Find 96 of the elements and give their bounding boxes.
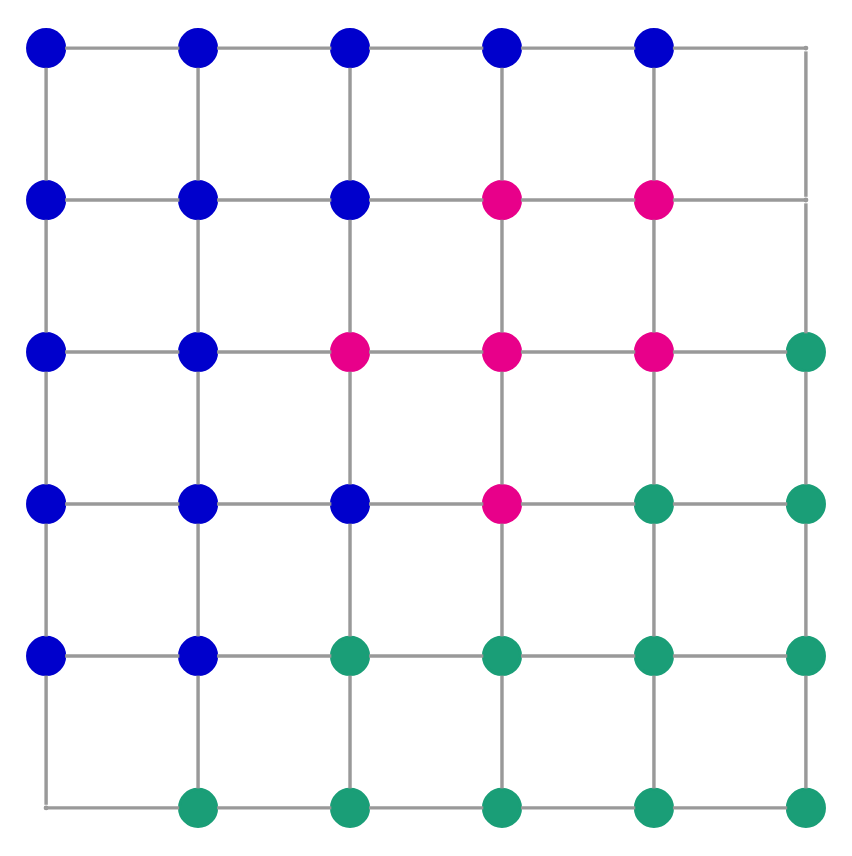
node-circle — [26, 635, 67, 676]
connector — [196, 675, 200, 789]
connector — [217, 46, 332, 50]
connector — [369, 654, 484, 658]
connector — [672, 46, 805, 50]
connector — [369, 198, 484, 202]
connector — [500, 371, 504, 485]
node-circle — [329, 483, 371, 525]
connector — [369, 806, 484, 810]
connector — [500, 67, 504, 181]
node-circle — [178, 180, 219, 221]
node-circle — [178, 787, 219, 828]
connector — [196, 219, 200, 333]
connector — [652, 371, 656, 485]
connector — [804, 675, 808, 789]
connector — [348, 675, 352, 789]
connector — [652, 67, 656, 181]
node-circle — [329, 28, 371, 69]
connector — [65, 198, 180, 202]
node-circle — [481, 331, 523, 373]
connector — [520, 198, 636, 202]
connector — [672, 350, 788, 354]
connector — [44, 67, 48, 181]
node-point — [803, 45, 809, 51]
node-circle — [633, 483, 674, 525]
connector — [44, 675, 48, 805]
connector — [65, 502, 180, 506]
node-circle — [785, 787, 826, 828]
connector — [672, 502, 788, 506]
node-circle — [329, 787, 371, 828]
connector — [348, 371, 352, 485]
node-circle — [26, 331, 67, 373]
node-circle — [481, 28, 523, 69]
node-circle — [26, 483, 67, 525]
node-circle — [178, 635, 219, 676]
node-circle — [633, 635, 674, 676]
node-circle — [481, 635, 523, 676]
connector — [196, 371, 200, 485]
connector — [500, 219, 504, 333]
node-circle — [633, 787, 674, 828]
connector — [217, 198, 332, 202]
connector — [804, 203, 808, 334]
node-circle — [481, 483, 523, 525]
connector — [369, 350, 484, 354]
connector — [44, 219, 48, 333]
connector — [44, 523, 48, 637]
connector — [672, 654, 788, 658]
connector — [348, 523, 352, 637]
connector — [804, 523, 808, 637]
connector — [652, 675, 656, 789]
connector — [65, 46, 180, 50]
connector — [672, 806, 788, 810]
connector — [217, 502, 332, 506]
connector — [217, 654, 332, 658]
node-circle — [785, 331, 826, 373]
node-circle — [481, 180, 523, 221]
connector — [804, 51, 808, 197]
connector — [369, 502, 484, 506]
node-circle — [329, 635, 371, 676]
connector — [652, 219, 656, 333]
node-circle — [785, 483, 826, 525]
node-point — [803, 197, 809, 203]
connector — [217, 350, 332, 354]
node-circle — [178, 331, 219, 373]
node-circle — [26, 28, 67, 69]
node-circle — [785, 635, 826, 676]
node-point — [43, 805, 49, 811]
node-circle — [26, 180, 67, 221]
connector — [500, 523, 504, 637]
node-circle — [633, 331, 674, 373]
connector — [652, 523, 656, 637]
connector — [196, 67, 200, 181]
connector — [520, 502, 636, 506]
node-circle — [481, 787, 523, 828]
node-circle — [633, 180, 674, 221]
connector — [196, 523, 200, 637]
connector — [217, 806, 332, 810]
node-circle — [178, 483, 219, 525]
connector — [804, 371, 808, 485]
connector — [520, 654, 636, 658]
node-circle — [633, 28, 674, 69]
connector — [520, 46, 636, 50]
node-circle — [329, 180, 371, 221]
connector — [65, 350, 180, 354]
connector — [672, 198, 805, 202]
node-circle — [178, 28, 219, 69]
connector — [348, 67, 352, 181]
connector — [44, 371, 48, 485]
connector — [369, 46, 484, 50]
connector — [348, 219, 352, 333]
connector — [65, 654, 180, 658]
connector — [500, 675, 504, 789]
connector — [520, 350, 636, 354]
node-circle — [329, 331, 371, 373]
connector — [520, 806, 636, 810]
connector — [47, 806, 180, 810]
